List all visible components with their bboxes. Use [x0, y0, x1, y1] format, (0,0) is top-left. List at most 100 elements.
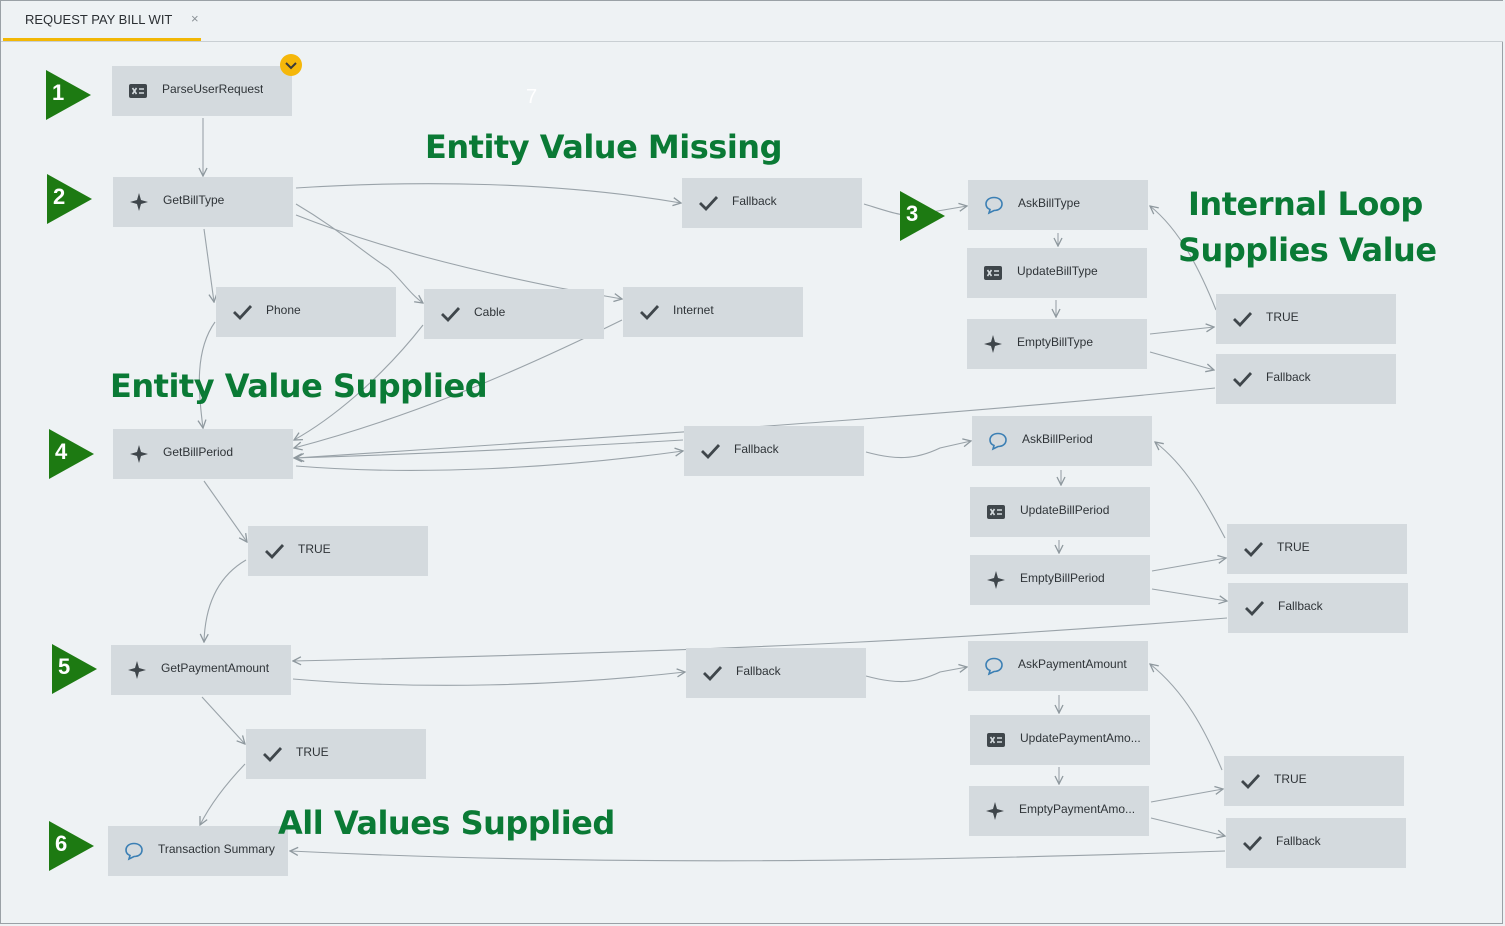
node-label: TRUE — [296, 745, 329, 759]
variable-icon — [129, 84, 147, 98]
node-true-5[interactable]: TRUE — [246, 729, 426, 779]
node-label: GetPaymentAmount — [161, 661, 270, 675]
node-label: Cable — [474, 305, 506, 319]
edge — [295, 183, 681, 203]
node-ask-payment-amount[interactable]: AskPaymentAmount — [968, 641, 1148, 691]
edge — [1150, 817, 1225, 836]
node-get-bill-type[interactable]: GetBillType — [113, 177, 293, 227]
step-number: 5 — [58, 654, 71, 679]
step-number: 1 — [52, 80, 65, 105]
node-phone[interactable]: Phone — [216, 287, 396, 337]
check-icon — [1245, 601, 1265, 617]
node-label: Transaction Summary — [158, 842, 275, 856]
node-label: GetBillType — [163, 193, 225, 207]
variable-icon — [987, 733, 1005, 747]
node-get-bill-period[interactable]: GetBillPeriod — [113, 429, 293, 479]
edge — [294, 324, 424, 440]
step-number: 6 — [55, 831, 68, 856]
node-label: Fallback — [1266, 370, 1311, 384]
node-empty-bill-period[interactable]: EmptyBillPeriod — [970, 555, 1150, 605]
speech-bubble-icon — [985, 657, 1003, 676]
edge — [296, 387, 1216, 458]
node-label: TRUE — [1266, 310, 1299, 324]
check-icon — [699, 196, 719, 212]
node-label: EmptyBillPeriod — [1020, 571, 1105, 585]
check-icon — [263, 747, 283, 763]
step-number: 4 — [55, 439, 68, 464]
node-true-1[interactable]: TRUE — [1216, 294, 1396, 344]
node-true-3[interactable]: TRUE — [248, 526, 428, 576]
node-label: Fallback — [1276, 834, 1321, 848]
node-ask-bill-type[interactable]: AskBillType — [968, 180, 1148, 230]
annotation-internal-loop-line1: Internal Loop — [1188, 185, 1423, 223]
step-marker-2: 2 — [47, 174, 93, 224]
node-label: Fallback — [736, 664, 781, 678]
step-marker-6: 6 — [49, 821, 95, 871]
node-label: TRUE — [1274, 772, 1307, 786]
check-icon — [233, 305, 253, 321]
check-icon — [265, 544, 285, 560]
node-label: Fallback — [732, 194, 777, 208]
node-label: UpdateBillPeriod — [1020, 503, 1110, 517]
node-transaction-summary[interactable]: Transaction Summary — [108, 826, 288, 876]
step-marker-4: 4 — [49, 429, 95, 479]
check-icon — [441, 307, 461, 323]
node-label: AskBillPeriod — [1022, 432, 1093, 446]
node-update-payment-amount[interactable]: UpdatePaymentAmo... — [970, 715, 1150, 765]
edge — [1150, 664, 1223, 771]
node-fallback-4[interactable]: Fallback — [1228, 583, 1408, 633]
node-label: AskBillType — [1018, 196, 1081, 210]
edge — [865, 441, 971, 459]
edge — [1149, 351, 1214, 370]
check-icon — [1233, 312, 1253, 328]
node-fallback-5[interactable]: Fallback — [686, 648, 866, 698]
edge — [295, 203, 423, 303]
node-fallback-1[interactable]: Fallback — [682, 178, 862, 228]
chevron-down-icon[interactable] — [280, 54, 302, 76]
node-true-4[interactable]: TRUE — [1224, 756, 1404, 806]
node-internet[interactable]: Internet — [623, 287, 803, 337]
check-icon — [703, 666, 723, 682]
edge — [201, 696, 245, 744]
check-icon — [1241, 774, 1261, 790]
check-icon — [640, 305, 660, 321]
edge — [199, 321, 216, 428]
node-fallback-6[interactable]: Fallback — [1226, 818, 1406, 868]
node-empty-bill-type[interactable]: EmptyBillType — [967, 319, 1147, 369]
edge — [1150, 206, 1217, 311]
node-fallback-3[interactable]: Fallback — [684, 426, 864, 476]
speech-bubble-icon — [125, 842, 143, 861]
annotation-entity-value-supplied: Entity Value Supplied — [110, 367, 488, 405]
check-icon — [1244, 542, 1264, 558]
tab-request-pay-bill[interactable]: REQUEST PAY BILL WIT × — [3, 1, 201, 41]
node-cable[interactable]: Cable — [424, 289, 604, 339]
node-fallback-2[interactable]: Fallback — [1216, 354, 1396, 404]
annotation-all-values-supplied: All Values Supplied — [278, 804, 615, 842]
check-icon — [1243, 836, 1263, 852]
node-get-payment-amount[interactable]: GetPaymentAmount — [111, 645, 291, 695]
node-update-bill-period[interactable]: UpdateBillPeriod — [970, 487, 1150, 537]
edge — [1151, 558, 1226, 572]
step-number: 3 — [906, 201, 919, 226]
entity-icon — [987, 571, 1005, 589]
node-label: Phone — [266, 303, 301, 317]
edge — [203, 480, 247, 542]
node-true-2[interactable]: TRUE — [1227, 524, 1407, 574]
node-label: ParseUserRequest — [162, 82, 264, 96]
node-parse-user-request[interactable]: ParseUserRequest — [112, 66, 292, 116]
node-label: UpdatePaymentAmo... — [1020, 731, 1141, 745]
step-marker-3: 3 — [900, 191, 946, 241]
entity-icon — [986, 802, 1004, 820]
edge — [1150, 789, 1223, 803]
node-label: TRUE — [1277, 540, 1310, 554]
close-icon[interactable]: × — [191, 11, 199, 26]
node-ask-bill-period[interactable]: AskBillPeriod — [972, 416, 1152, 466]
edge — [294, 439, 684, 458]
node-empty-payment-amount[interactable]: EmptyPaymentAmo... — [969, 786, 1149, 836]
edge — [1155, 442, 1226, 539]
check-icon — [701, 444, 721, 460]
edge — [1149, 327, 1214, 335]
node-update-bill-type[interactable]: UpdateBillType — [967, 248, 1147, 298]
edge — [295, 451, 683, 471]
